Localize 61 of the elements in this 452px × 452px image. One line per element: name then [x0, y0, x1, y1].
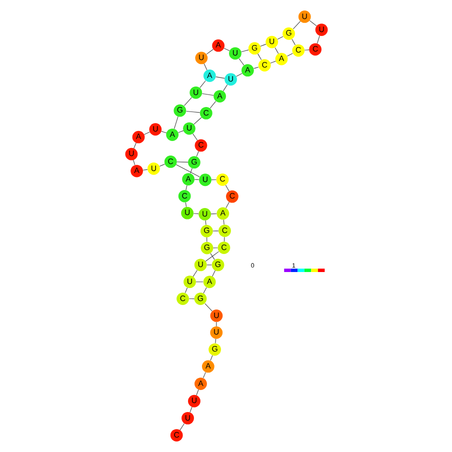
connector: [209, 101, 216, 108]
connector: [210, 213, 216, 214]
connector: [204, 303, 212, 312]
connector: [190, 168, 192, 174]
connector: [179, 423, 184, 430]
connector: [223, 236, 224, 242]
connector: [158, 164, 165, 167]
connector: [260, 44, 266, 46]
connector: [204, 251, 219, 262]
connector: [173, 116, 178, 130]
connector: [215, 76, 224, 79]
connector: [160, 131, 166, 134]
connector: [206, 49, 213, 54]
connector: [133, 142, 136, 149]
connector: [316, 35, 320, 44]
connector: [257, 53, 262, 60]
connector: [253, 66, 258, 69]
connector: [212, 230, 218, 232]
connector: [236, 73, 242, 77]
connector: [201, 93, 214, 96]
connector: [177, 130, 184, 133]
connector: [292, 21, 300, 30]
connector: [196, 389, 198, 396]
connector: [193, 117, 202, 125]
connector: [194, 179, 199, 180]
connector: [199, 80, 206, 88]
connector: [189, 406, 192, 412]
connector: [274, 47, 278, 54]
connector: [212, 270, 215, 277]
connector: [132, 160, 135, 166]
connector: [185, 110, 200, 113]
connector: [210, 253, 214, 260]
connector: [222, 219, 224, 225]
connector: [238, 58, 244, 66]
connector: [202, 287, 206, 294]
connector: [184, 202, 186, 208]
connector: [196, 150, 198, 157]
connector: [184, 287, 188, 294]
connector: [222, 84, 228, 92]
connector: [183, 97, 192, 106]
connector: [143, 132, 150, 135]
connector: [192, 213, 198, 214]
connector: [214, 338, 216, 344]
connector: [188, 298, 194, 300]
connector: [210, 355, 212, 361]
connector: [308, 20, 316, 26]
connector: [185, 185, 187, 190]
connector: [270, 60, 276, 64]
connector: [192, 270, 197, 277]
connector: [203, 63, 207, 70]
connector: [224, 184, 229, 192]
connector: [206, 264, 212, 266]
connector: [204, 220, 206, 226]
connector: [192, 133, 198, 141]
connector: [240, 50, 248, 52]
connector: [291, 38, 295, 46]
connector: [225, 202, 229, 208]
connector: [142, 169, 148, 170]
connector: [223, 48, 230, 52]
connector: [202, 372, 206, 378]
connector: [175, 164, 200, 178]
